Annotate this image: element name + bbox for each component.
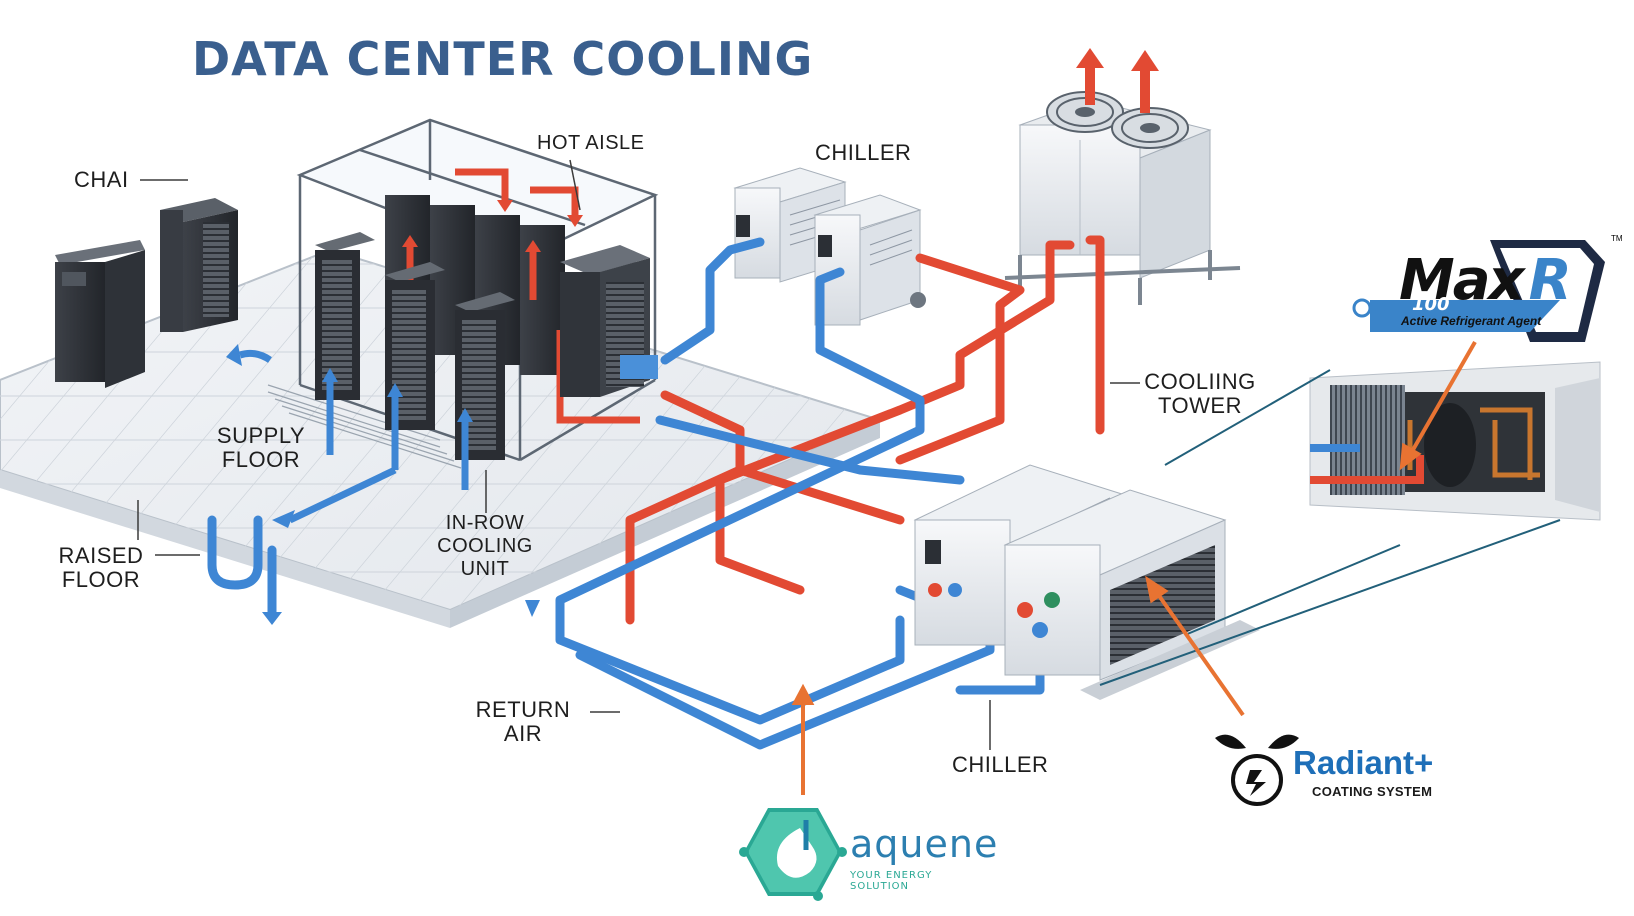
cold-supply-arrows <box>238 349 469 524</box>
detail-leader-lines <box>1099 369 1561 686</box>
aquene-logo-subtitle: YOUR ENERGY SOLUTION <box>850 870 933 892</box>
label-supply-floor: SUPPLY FLOOR <box>206 424 316 472</box>
label-chai: CHAI <box>74 167 129 192</box>
maxr-badge-shape <box>1352 240 1605 342</box>
label-cooling-tower: COOLIING TOWER <box>1140 370 1260 418</box>
label-in-row-line1: IN-ROW <box>445 512 525 534</box>
label-hot-aisle: HOT AISLE <box>537 132 645 154</box>
aquene-hex-mark <box>739 808 847 901</box>
cold-water-pipes <box>555 237 1045 750</box>
underfloor-pipes <box>207 515 277 620</box>
perforated-floor-tiles <box>267 384 462 469</box>
label-supply-floor-line1: SUPPLY <box>216 423 306 448</box>
cooling-tower <box>1004 91 1241 305</box>
label-leaders <box>137 159 1140 750</box>
page-title: DATA CENTER COOLING <box>192 32 814 86</box>
maxr-logo-tagline: Active Refrigerant Agent <box>1401 314 1542 328</box>
chiller-top-right <box>813 194 926 326</box>
maxr-logo-trademark: TM <box>1611 234 1623 243</box>
label-chiller-bottom: CHILLER <box>952 752 1049 777</box>
hot-water-pipes <box>625 235 1105 625</box>
in-row-cooling-unit <box>560 245 658 397</box>
label-cooling-tower-line2: TOWER <box>1158 393 1242 418</box>
standalone-cabinet-back <box>160 198 238 332</box>
heat-exhaust-arrows <box>1076 48 1159 113</box>
label-cooling-tower-line1: COOLIING <box>1144 369 1256 394</box>
callout-arrows <box>791 341 1477 795</box>
label-in-row-cooling-unit: IN-ROW COOLING UNIT <box>430 512 540 581</box>
label-in-row-line3: UNIT <box>460 558 510 580</box>
radiant-logo-name: Radiant+ <box>1293 744 1434 781</box>
aquene-logo-name: aquene <box>850 822 999 866</box>
radiant-logo: Radiant+ COATING SYSTEM <box>1200 718 1460 810</box>
label-return-air-line2: AIR <box>503 721 543 746</box>
standalone-cabinet-front <box>55 240 145 388</box>
tower-fan-right <box>1111 107 1189 149</box>
label-raised-floor: RAISED FLOOR <box>46 544 156 592</box>
radiant-logo-subtitle: COATING SYSTEM <box>1312 784 1433 799</box>
label-return-air-line1: RETURN <box>475 697 571 722</box>
label-return-air: RETURN AIR <box>468 698 578 746</box>
maxr-logo-number: 100 <box>1412 294 1450 315</box>
aquene-logo: aquene YOUR ENERGY SOLUTION <box>722 800 997 908</box>
maxr-logo-r: R <box>1528 248 1572 313</box>
radiant-leaf-icon <box>1215 734 1299 806</box>
label-raised-floor-line2: FLOOR <box>61 567 141 592</box>
condenser-detail-photo <box>1309 361 1601 521</box>
raised-floor-platform <box>0 248 883 628</box>
label-chiller-top: CHILLER <box>815 140 912 165</box>
maxr-logo-max: Max <box>1399 248 1525 313</box>
label-supply-floor-line2: FLOOR <box>221 447 301 472</box>
label-in-row-line2: COOLING <box>437 535 533 557</box>
label-raised-floor-line1: RAISED <box>58 543 144 568</box>
